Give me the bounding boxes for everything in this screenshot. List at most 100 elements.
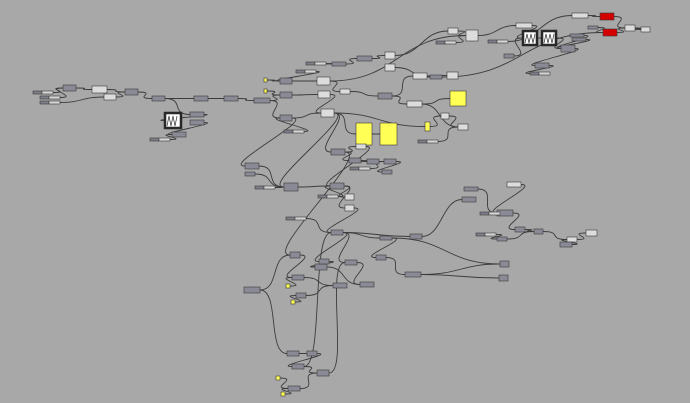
component-node[interactable] (377, 92, 393, 100)
component-node[interactable] (559, 241, 573, 248)
component-node[interactable] (383, 158, 397, 165)
component-node[interactable] (379, 235, 393, 241)
component-node[interactable] (534, 62, 550, 69)
boolean-toggle[interactable] (602, 28, 618, 37)
parameter-node[interactable] (317, 90, 331, 99)
component-node[interactable] (404, 271, 422, 278)
parameter-node[interactable] (320, 108, 335, 118)
component-node[interactable] (375, 254, 387, 261)
parameter-node[interactable] (384, 51, 396, 60)
panel-node[interactable] (379, 122, 398, 146)
component-node[interactable] (243, 286, 261, 294)
component-node[interactable] (429, 74, 443, 80)
component-node[interactable] (279, 91, 293, 99)
component-node[interactable] (223, 95, 239, 102)
component-node[interactable] (348, 157, 362, 164)
parameter-node[interactable] (384, 63, 396, 72)
number-slider[interactable] (487, 39, 509, 44)
component-node[interactable] (253, 97, 271, 104)
component-node[interactable] (279, 114, 293, 122)
component-node[interactable] (189, 119, 205, 126)
number-slider[interactable] (39, 100, 61, 105)
panel-node[interactable] (285, 283, 291, 289)
parameter-node[interactable] (447, 27, 459, 35)
parameter-node[interactable] (440, 112, 450, 120)
component-node[interactable] (306, 350, 318, 357)
number-slider[interactable] (32, 90, 54, 95)
component-node[interactable] (244, 162, 260, 170)
component-node[interactable] (514, 226, 526, 233)
number-slider[interactable] (149, 137, 171, 142)
component-node[interactable] (332, 282, 348, 289)
panel-node[interactable] (355, 122, 373, 146)
number-slider[interactable] (529, 71, 551, 76)
component-node[interactable] (498, 274, 509, 282)
component-node[interactable] (499, 260, 510, 268)
panel-node[interactable] (263, 88, 268, 94)
parameter-node[interactable] (640, 26, 651, 33)
component-node[interactable] (295, 292, 307, 299)
component-node[interactable] (316, 369, 330, 377)
parameter-node[interactable] (571, 12, 589, 19)
number-slider[interactable] (475, 232, 497, 237)
panel-node[interactable] (449, 90, 467, 107)
number-slider[interactable] (305, 61, 327, 66)
component-node[interactable] (171, 131, 187, 138)
component-node[interactable] (344, 259, 358, 266)
graph-mapper-node[interactable] (540, 29, 558, 47)
number-slider[interactable] (317, 194, 339, 199)
component-node[interactable] (244, 171, 256, 177)
component-node[interactable] (359, 281, 375, 288)
number-slider[interactable] (479, 211, 501, 216)
component-node[interactable] (283, 182, 299, 192)
number-slider[interactable] (283, 129, 305, 134)
component-node[interactable] (287, 385, 301, 392)
parameter-node[interactable] (412, 72, 428, 80)
component-node[interactable] (587, 25, 599, 30)
component-node[interactable] (330, 148, 346, 156)
parameter-node[interactable] (465, 29, 479, 42)
component-node[interactable] (151, 95, 166, 102)
component-node[interactable] (289, 251, 301, 259)
parameter-node[interactable] (339, 88, 351, 95)
number-slider[interactable] (349, 166, 371, 171)
component-node[interactable] (409, 233, 423, 240)
parameter-node[interactable] (457, 123, 469, 131)
parameter-node[interactable] (624, 24, 636, 32)
panel-node[interactable] (263, 77, 268, 83)
parameter-node[interactable] (585, 229, 598, 237)
parameter-node[interactable] (446, 71, 459, 80)
component-node[interactable] (189, 111, 205, 118)
component-node[interactable] (286, 350, 300, 357)
number-slider[interactable] (39, 95, 61, 100)
component-node[interactable] (461, 196, 477, 203)
panel-node[interactable] (290, 299, 296, 305)
component-node[interactable] (62, 84, 77, 92)
number-slider[interactable] (285, 216, 307, 221)
boolean-toggle[interactable] (599, 12, 615, 21)
parameter-node[interactable] (316, 76, 331, 86)
component-node[interactable] (314, 263, 328, 271)
parameter-node[interactable] (344, 204, 355, 212)
component-node[interactable] (193, 95, 209, 102)
panel-node[interactable] (424, 121, 431, 132)
component-node[interactable] (124, 88, 139, 96)
number-slider[interactable] (295, 69, 317, 74)
graph-mapper-node[interactable] (163, 111, 183, 130)
component-node[interactable] (496, 236, 508, 242)
component-node[interactable] (503, 53, 515, 59)
parameter-node[interactable] (91, 85, 108, 94)
component-node[interactable] (560, 44, 576, 53)
panel-node[interactable] (275, 375, 281, 381)
parameter-node[interactable] (506, 181, 522, 188)
component-node[interactable] (318, 258, 330, 265)
component-node[interactable] (279, 77, 293, 85)
component-node[interactable] (291, 274, 305, 281)
component-node[interactable] (329, 182, 345, 190)
number-slider[interactable] (435, 40, 457, 45)
panel-node[interactable] (280, 391, 286, 397)
number-slider[interactable] (254, 185, 276, 190)
component-node[interactable] (569, 33, 585, 38)
graph-mapper-node[interactable] (521, 29, 539, 47)
